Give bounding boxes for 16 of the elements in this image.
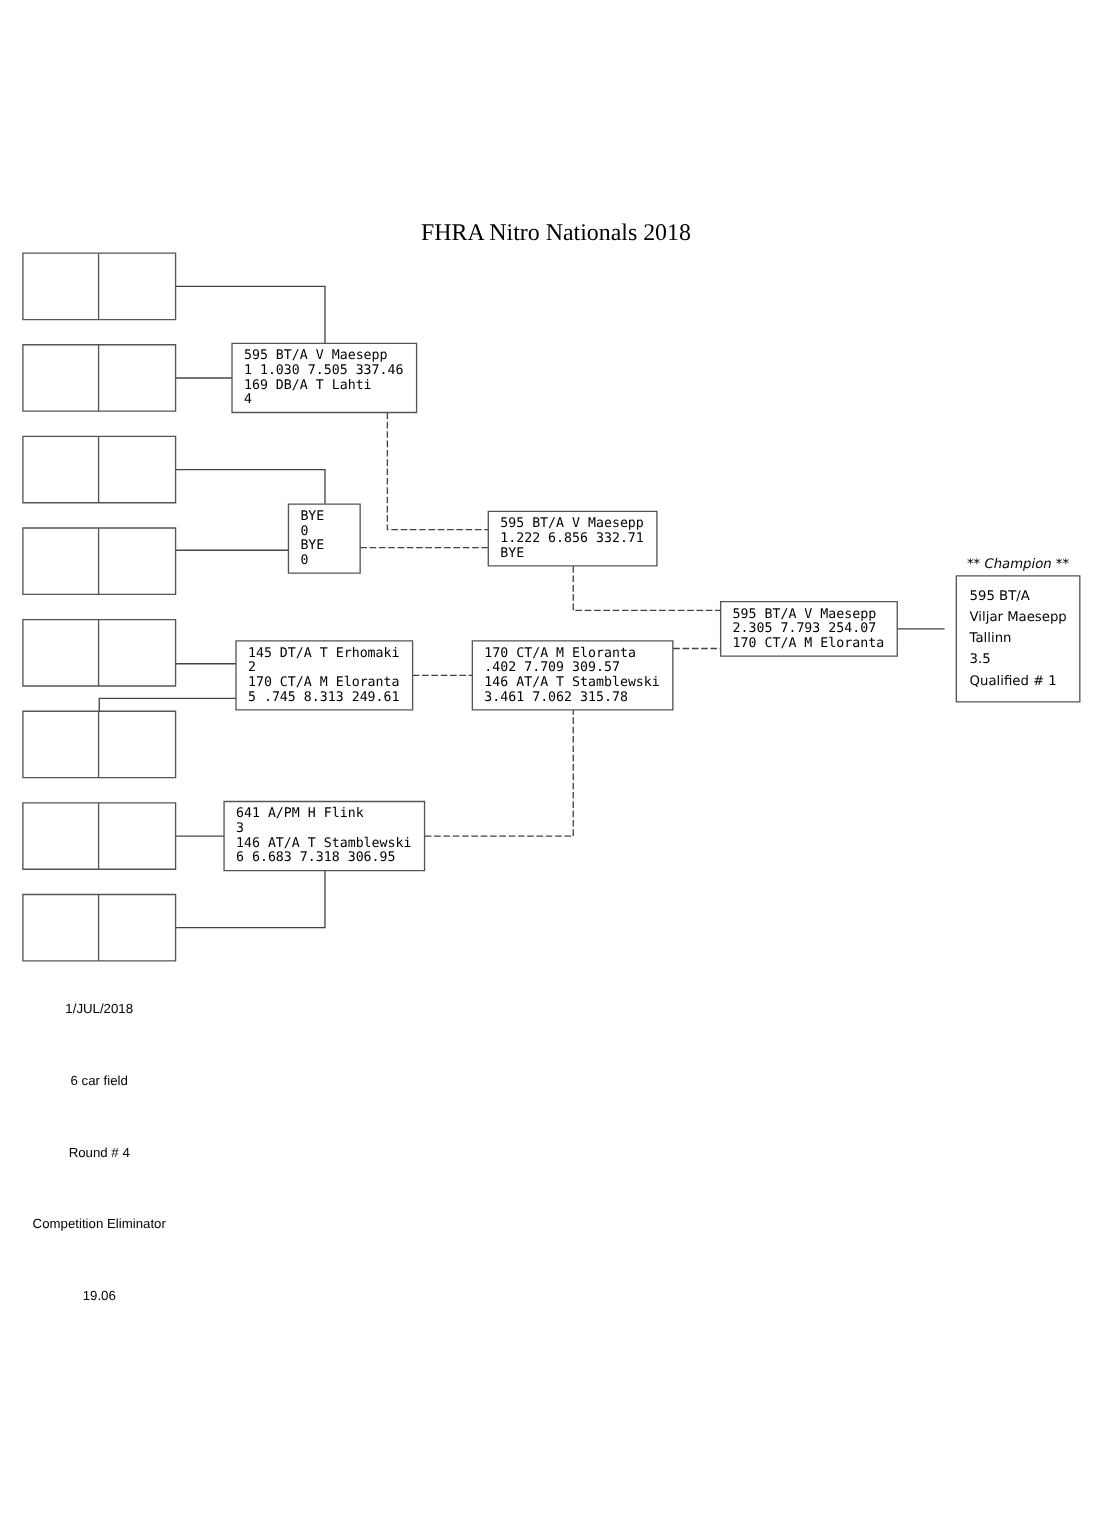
connector (175, 835, 225, 837)
connector (386, 412, 489, 531)
diagram-title: FHRA Nitro Nationals 2018 (421, 217, 691, 246)
connector (175, 377, 233, 379)
connector (896, 628, 946, 630)
connector (175, 468, 326, 505)
connector (359, 547, 489, 549)
connector (424, 709, 574, 837)
connector (175, 870, 326, 929)
connector (175, 285, 326, 344)
connector (98, 697, 237, 712)
connector (572, 565, 722, 611)
connector (672, 647, 722, 650)
connector (175, 549, 289, 551)
connector (412, 674, 473, 677)
connector (175, 663, 237, 665)
